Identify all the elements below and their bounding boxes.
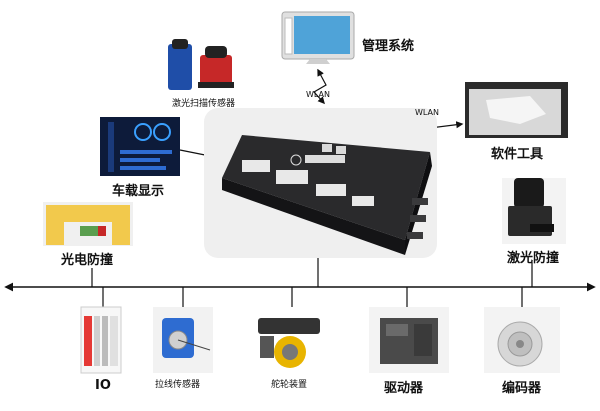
wlan-label-right: WLAN xyxy=(415,108,440,117)
vehicle-display-label: 车载显示 xyxy=(112,184,165,199)
wire-sensor-label: 拉线传感器 xyxy=(155,380,201,390)
laser-scan-sensor-icon xyxy=(168,39,234,90)
driver-icon xyxy=(369,307,449,373)
photoelectric-anticollision-label: 光电防撞 xyxy=(61,253,114,268)
encoder-icon xyxy=(484,307,560,373)
steering-wheel-icon xyxy=(252,307,326,373)
photoelectric-sensor-icon xyxy=(43,202,133,246)
wire-sensor-icon xyxy=(153,307,213,373)
wlan-label-top: WLAN xyxy=(306,90,331,99)
vehicle-display-icon xyxy=(100,117,180,176)
software-tool-label: 软件工具 xyxy=(491,147,544,162)
io-label: IO xyxy=(95,378,111,393)
monitor-icon xyxy=(281,11,355,64)
laser-anticollision-label: 激光防撞 xyxy=(507,251,560,266)
wlan-link-management xyxy=(313,68,327,105)
management-system-label: 管理系统 xyxy=(362,39,415,54)
driver-label: 驱动器 xyxy=(384,381,424,396)
io-module-icon xyxy=(80,306,122,374)
connector-vehicle-display xyxy=(179,149,206,156)
laser-anticollision-sensor-icon xyxy=(502,178,566,244)
controller-box xyxy=(222,135,432,255)
encoder-label: 编码器 xyxy=(502,381,542,396)
steering-wheel-label: 舵轮装置 xyxy=(271,380,308,390)
software-tool-screenshot xyxy=(465,82,568,138)
laser-scan-sensor-label: 激光扫描传感器 xyxy=(172,99,236,109)
